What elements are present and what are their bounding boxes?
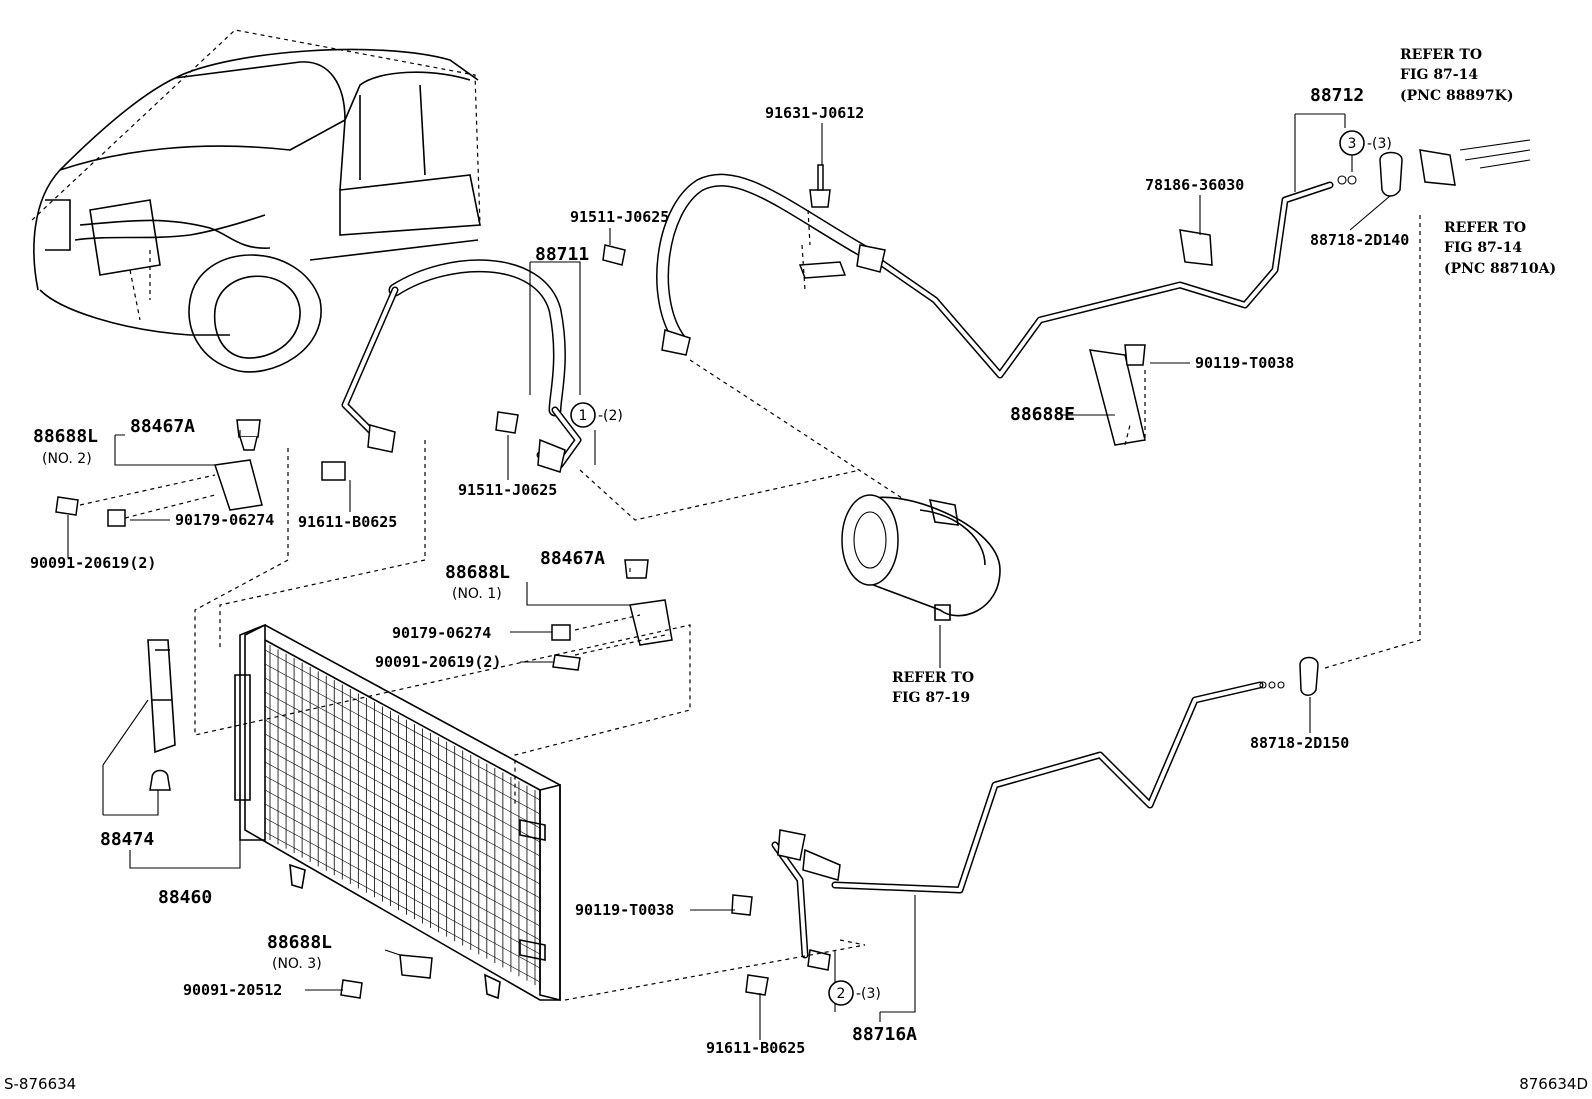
vehicle-illustration	[31, 29, 481, 373]
callout-2-qty: -(3)	[856, 986, 881, 1002]
refer-top-line2[interactable]: FIG 87-14	[1400, 67, 1478, 83]
part-labels: 91631-J0612 88712 REFER TO FIG 87-14 (PN…	[30, 47, 1556, 1057]
label-88716A[interactable]: 88716A	[852, 1024, 917, 1045]
label-no2[interactable]: (NO. 2)	[42, 451, 92, 467]
label-88467A-mid[interactable]: 88467A	[540, 548, 605, 569]
label-no1[interactable]: (NO. 1)	[452, 586, 502, 602]
refer-top-line3[interactable]: (PNC 88897K)	[1400, 88, 1513, 104]
guide-lines	[79, 209, 1421, 1001]
condenser-fin-row	[264, 691, 541, 843]
condenser-fin-row	[264, 719, 541, 871]
callout-1-number: 1	[579, 408, 588, 424]
label-88712[interactable]: 88712	[1310, 85, 1364, 106]
condenser-88460	[234, 623, 561, 1002]
label-90179-06274-left[interactable]: 90179-06274	[175, 511, 274, 529]
label-90091-20512[interactable]: 90091-20512	[183, 981, 282, 999]
label-90091-20619-mid[interactable]: 90091-20619(2)	[375, 653, 501, 671]
label-91511-J0625-top[interactable]: 91511-J0625	[570, 208, 669, 226]
callout-3-number: 3	[1348, 136, 1357, 152]
label-90179-06274-mid[interactable]: 90179-06274	[392, 624, 491, 642]
refer-top-line1[interactable]: REFER TO	[1400, 47, 1482, 63]
label-91631-J0612[interactable]: 91631-J0612	[765, 104, 864, 122]
label-90091-20619-left[interactable]: 90091-20619(2)	[30, 554, 156, 572]
footer-right-code: 876634D	[1519, 1075, 1588, 1093]
label-88688L-no3[interactable]: 88688L	[267, 932, 332, 953]
condenser-fin-row	[264, 733, 541, 885]
suction-hose	[656, 173, 1334, 379]
label-88718-2D140[interactable]: 88718-2D140	[1310, 231, 1409, 249]
condenser-fin-row	[264, 677, 541, 829]
condenser-fin-row	[264, 663, 541, 815]
receiver-drier-88474	[147, 639, 176, 791]
label-88688L-no2[interactable]: 88688L	[33, 426, 98, 447]
callout-1-qty: -(2)	[598, 408, 623, 424]
label-88467A-left[interactable]: 88467A	[130, 416, 195, 437]
label-78186-36030[interactable]: 78186-36030	[1145, 176, 1244, 194]
label-91611-B0625-left[interactable]: 91611-B0625	[298, 513, 397, 531]
label-88688L-no1[interactable]: 88688L	[445, 562, 510, 583]
label-90119-T0038-top[interactable]: 90119-T0038	[1195, 354, 1294, 372]
leader-lines	[67, 113, 1391, 1040]
condenser-fin-row	[264, 831, 541, 983]
callout-3[interactable]: 3 -(3)	[1339, 130, 1392, 156]
condenser-fin-row	[264, 789, 541, 941]
refer-right-line2[interactable]: FIG 87-14	[1444, 240, 1522, 256]
refer-right-line3[interactable]: (PNC 88710A)	[1444, 261, 1556, 277]
condenser-fin-row	[264, 705, 541, 857]
condenser-fin-row	[264, 747, 541, 899]
label-88711[interactable]: 88711	[535, 244, 589, 265]
refer-right-line1[interactable]: REFER TO	[1444, 220, 1526, 236]
condenser-fin-row	[264, 761, 541, 913]
label-90119-T0038-bot[interactable]: 90119-T0038	[575, 901, 674, 919]
label-91511-J0625-mid[interactable]: 91511-J0625	[458, 481, 557, 499]
callout-2[interactable]: 2 -(3)	[828, 980, 881, 1006]
label-88474[interactable]: 88474	[100, 829, 154, 850]
condenser-fin-row	[264, 775, 541, 927]
footer-left-code: S-876634	[4, 1075, 76, 1093]
liquid-line-88716A	[771, 681, 1264, 971]
label-91611-B0625-bot[interactable]: 91611-B0625	[706, 1039, 805, 1057]
label-88688E[interactable]: 88688E	[1010, 404, 1075, 425]
label-no3[interactable]: (NO. 3)	[272, 956, 322, 972]
condenser-fin-row	[264, 817, 541, 969]
condenser-fin-row	[264, 803, 541, 955]
callout-2-number: 2	[837, 986, 846, 1002]
callout-1[interactable]: 1 -(2)	[570, 402, 623, 428]
discharge-hose-88711	[341, 259, 582, 473]
callout-3-qty: -(3)	[1367, 136, 1392, 152]
refer-comp-line1[interactable]: REFER TO	[892, 670, 974, 686]
condenser-fin-row	[264, 649, 541, 801]
hardware	[55, 139, 1531, 999]
label-88718-2D150[interactable]: 88718-2D150	[1250, 734, 1349, 752]
label-88460[interactable]: 88460	[158, 887, 212, 908]
compressor	[841, 494, 1001, 621]
refer-comp-line2[interactable]: FIG 87-19	[892, 690, 970, 706]
